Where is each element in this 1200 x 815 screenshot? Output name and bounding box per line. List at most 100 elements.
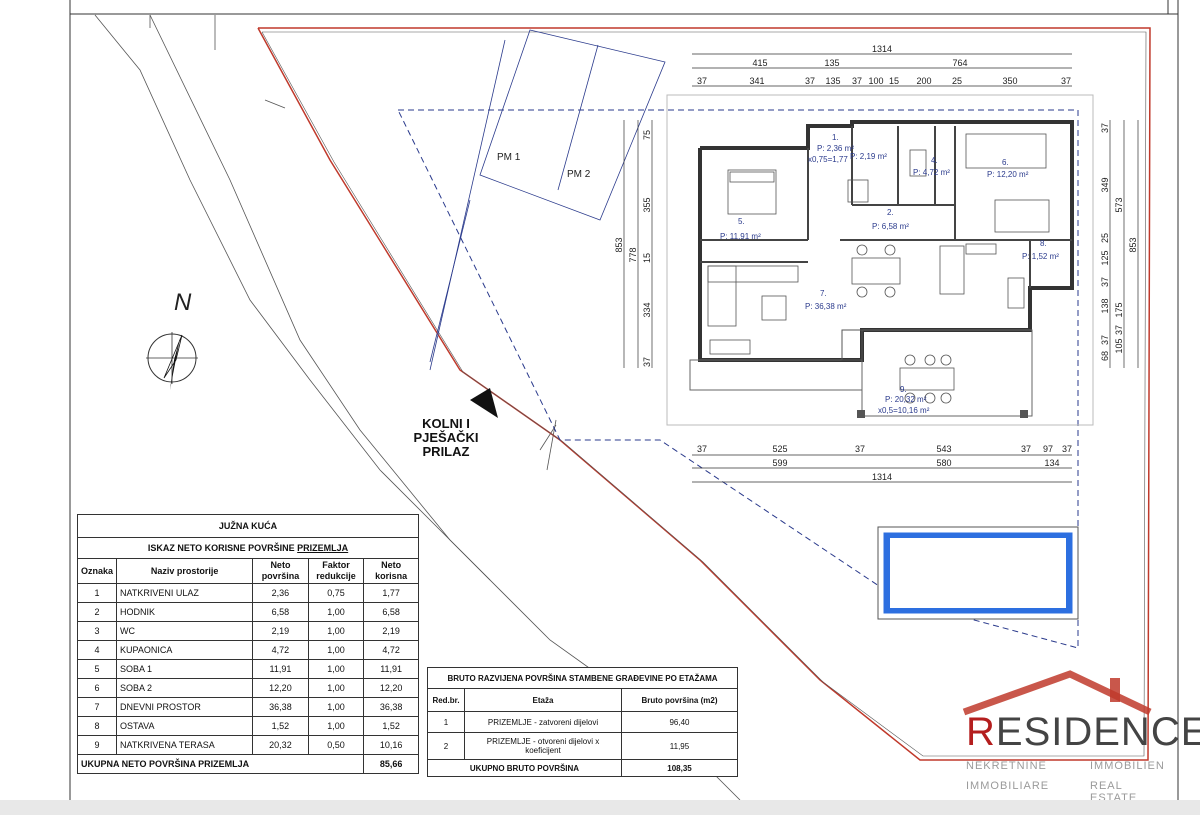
cell-faktor: 1,00 [307,621,365,641]
cell-povrsina: 2,19 [252,621,309,641]
cell-korisna: 2,19 [363,621,419,641]
north-label: N [174,289,192,316]
svg-text:764: 764 [952,58,967,68]
svg-text:37: 37 [1062,444,1072,454]
svg-text:x0,75=1,77: x0,75=1,77 [808,155,848,164]
svg-text:P: 2,36 m²: P: 2,36 m² [817,144,854,153]
cell-faktor: 1,00 [307,602,365,622]
cell-korisna: 36,38 [363,697,419,717]
svg-text:8.: 8. [1040,239,1047,248]
cell-povrsina: 4,72 [252,640,309,660]
total-label: UKUPNA NETO POVRŠINA PRIZEMLJA [76,754,365,774]
svg-text:25: 25 [952,76,962,86]
svg-text:68: 68 [1100,351,1110,361]
table-subtitle: ISKAZ NETO KORISNE POVRŠINE PRIZEMLJA [77,537,419,559]
svg-text:138: 138 [1100,298,1110,313]
cell-povrsina: 20,32 [252,735,309,755]
svg-text:580: 580 [936,458,951,468]
svg-text:1314: 1314 [872,472,892,482]
property-boundary [257,27,1151,761]
svg-text:P: 36,38 m²: P: 36,38 m² [805,302,847,311]
svg-text:P: 11,91 m²: P: 11,91 m² [720,232,761,241]
svg-text:7.: 7. [820,289,827,298]
svg-text:37: 37 [1114,325,1124,335]
cell-faktor: 0,50 [307,735,365,755]
svg-text:37: 37 [1100,123,1110,133]
cell-redbr: 2 [427,732,465,760]
svg-text:543: 543 [936,444,951,454]
cell-naziv: OSTAVA [116,716,254,736]
svg-text:2.: 2. [887,208,894,217]
svg-text:175: 175 [1114,302,1124,317]
cell-korisna: 10,16 [363,735,419,755]
access-arrow-icon [470,388,498,418]
cell-povrsina: 36,38 [252,697,309,717]
cell-korisna: 1,52 [363,716,419,736]
terrace [689,329,1033,417]
cell-oznaka: 7 [76,697,118,717]
svg-text:135: 135 [824,58,839,68]
residence-logo: RESIDENCE NEKRETNINE IMMOBILIEN IMMOBILI… [960,668,1200,800]
cell-bruto: 11,95 [621,732,738,760]
svg-text:525: 525 [772,444,787,454]
svg-text:778: 778 [628,247,638,262]
svg-text:6.: 6. [1002,158,1009,167]
svg-text:355: 355 [642,197,652,212]
svg-text:349: 349 [1100,177,1110,192]
access-label: KOLNI I PJEŠAČKI PRILAZ [413,416,478,459]
dimension-text-top: 1314 415 135 764 37 341 37 135 37 100 15… [697,44,1071,86]
cell-naziv: NATKRIVENI ULAZ [116,583,254,603]
cell-oznaka: 5 [76,659,118,679]
cell-povrsina: 11,91 [252,659,309,679]
cell-korisna: 11,91 [363,659,419,679]
net-area-table: JUŽNA KUĆA ISKAZ NETO KORISNE POVRŠINE P… [76,514,419,774]
cell-bruto: 96,40 [621,711,738,733]
svg-text:599: 599 [772,458,787,468]
svg-text:P: 4,72 m²: P: 4,72 m² [913,168,950,177]
header-oznaka: Oznaka [76,558,118,584]
svg-text:15: 15 [642,253,652,263]
svg-text:125: 125 [1100,250,1110,265]
total-value: 85,66 [363,754,419,774]
svg-text:37: 37 [697,76,707,86]
cell-oznaka: 1 [76,583,118,603]
sheet-frame [69,0,1179,800]
table-row: 2 PRIZEMLJE - otvoreni dijelovi x koefic… [427,732,738,760]
dimension-text-right: 37 349 25 125 37 138 175 37 68 105 573 3… [1100,123,1138,361]
cell-naziv: HODNIK [116,602,254,622]
cell-faktor: 1,00 [307,678,365,698]
cell-faktor: 1,00 [307,659,365,679]
cell-povrsina: 1,52 [252,716,309,736]
svg-text:853: 853 [1128,237,1138,252]
north-arrow [146,332,198,390]
parking-label-2: PM 2 [567,169,591,180]
gross-area-table: BRUTO RAZVIJENA POVRŠINA STAMBENE GRAĐEV… [427,667,738,777]
cell-naziv: NATKRIVENA TERASA [116,735,254,755]
svg-text:853: 853 [614,237,624,252]
cell-povrsina: 6,58 [252,602,309,622]
svg-text:134: 134 [1044,458,1059,468]
cell-oznaka: 8 [76,716,118,736]
cell-redbr: 1 [427,711,465,733]
svg-text:P: 6,58 m²: P: 6,58 m² [872,222,909,231]
svg-text:x0,5=10,16 m²: x0,5=10,16 m² [878,406,930,415]
cell-naziv: WC [116,621,254,641]
svg-text:37: 37 [1100,335,1110,345]
svg-text:4.: 4. [931,156,938,165]
logo-sub-4: REAL ESTATE [1090,780,1138,800]
bruto-total-label: UKUPNO BRUTO POVRŠINA [427,759,622,777]
parking-area [429,29,666,371]
bruto-title: BRUTO RAZVIJENA POVRŠINA STAMBENE GRAĐEV… [427,667,738,689]
